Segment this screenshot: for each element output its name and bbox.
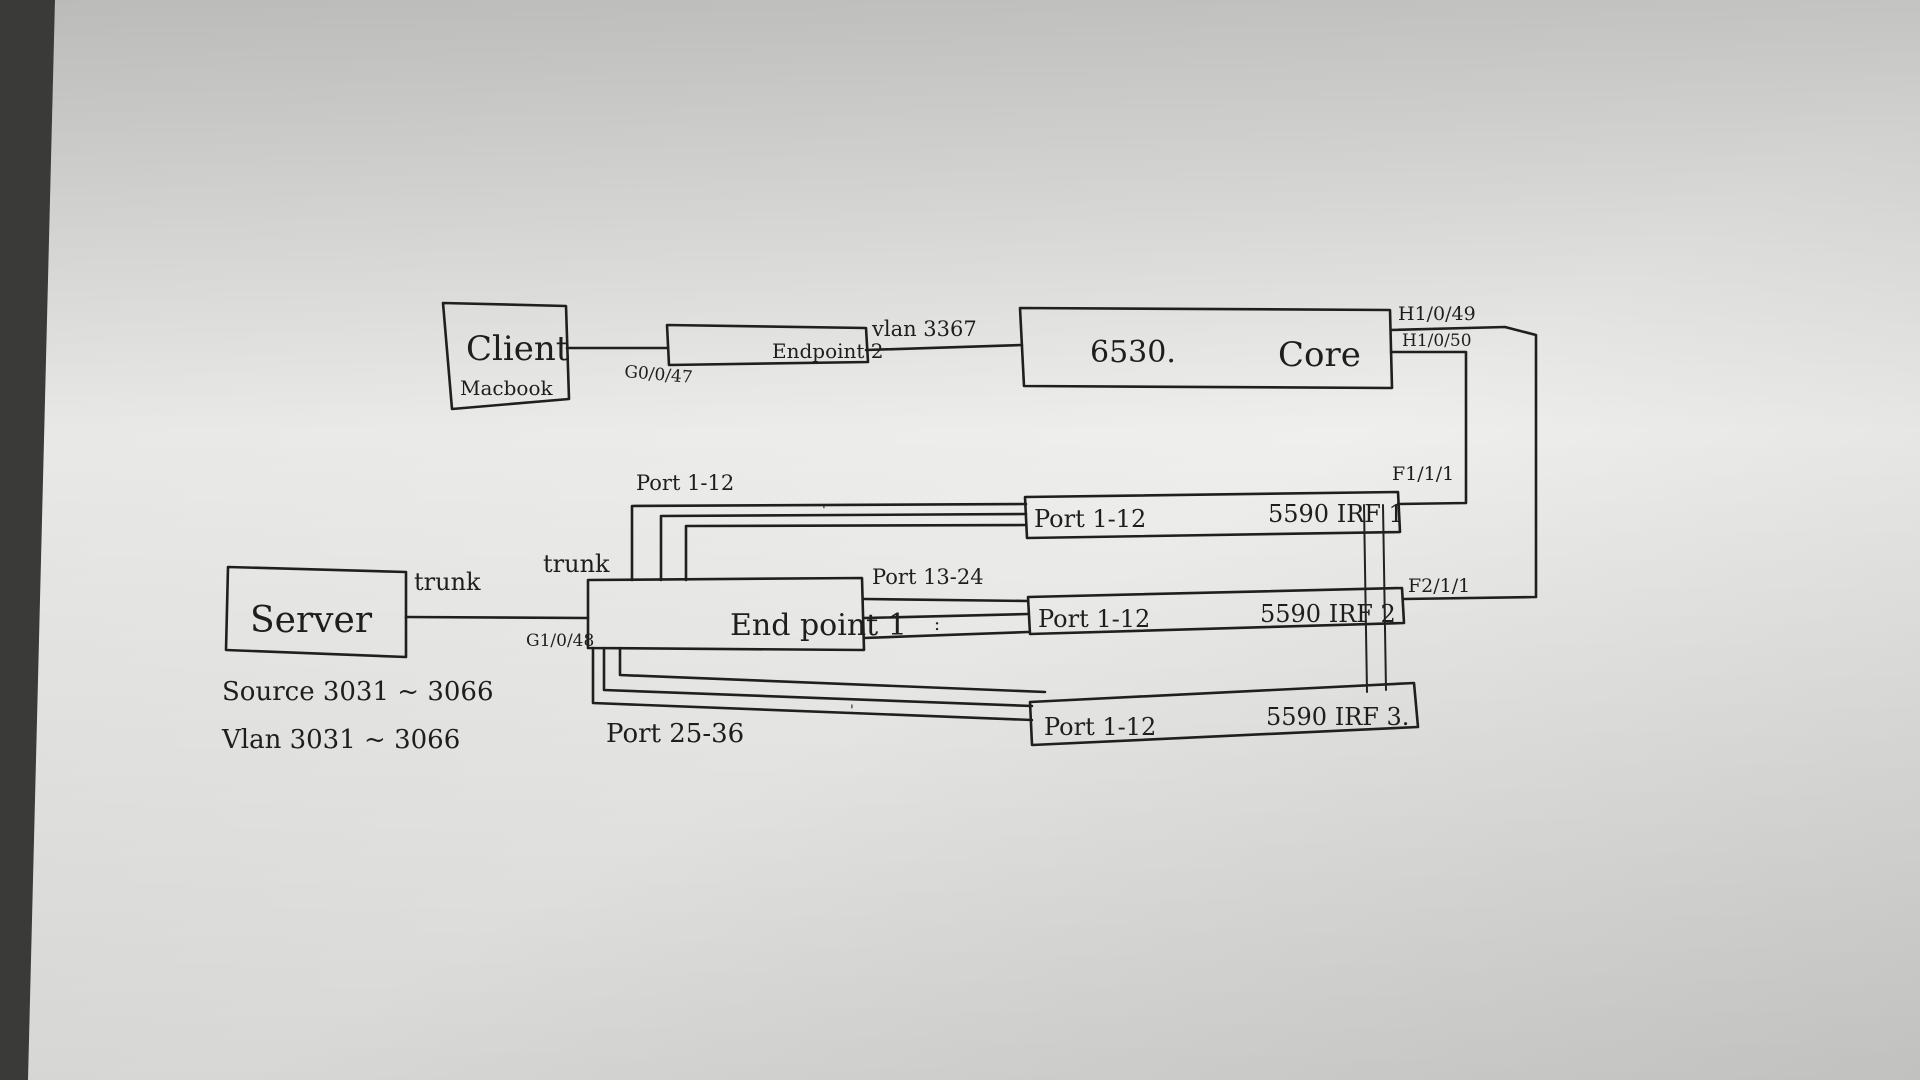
core-port-a-label: H1/0/49 <box>1398 303 1476 325</box>
server-label: Server <box>250 600 373 641</box>
link-ep1-irf2-a <box>862 597 1030 603</box>
server-box: Server <box>224 565 408 659</box>
server-vlan-label: Vlan 3031 ~ 3066 <box>221 725 460 755</box>
endpoint2-label: Endpoint 2 <box>772 339 884 363</box>
endpoint2-box: Endpoint 2 <box>665 323 884 367</box>
ellipsis-mark-top: ' <box>822 503 826 519</box>
irf-stack-link-a <box>1363 504 1368 693</box>
client-title: Client <box>466 329 570 369</box>
link-server-endpoint1 <box>404 615 590 620</box>
link-ep1-irf1-a <box>630 502 1028 582</box>
core-box: 6530. Core <box>1018 306 1394 390</box>
core-model: 6530. <box>1090 335 1176 370</box>
ellipsis-mark-mid: : <box>934 614 940 635</box>
link-ep1-irf3-b <box>602 646 1034 708</box>
endpoint1-ports-bottom-label: Port 25-36 <box>606 719 744 749</box>
endpoint1-ports-mid-label: Port 13-24 <box>872 565 984 589</box>
endpoint1-trunk-label: trunk <box>543 550 610 578</box>
core-port-b-label: H1/0/50 <box>1402 331 1472 351</box>
link-ep1-irf1-c <box>684 523 1028 582</box>
link-core-irf2 <box>1389 325 1538 601</box>
irf3-box: Port 1-12 5590 IRF 3. <box>1028 681 1420 747</box>
paper-shading <box>28 0 1920 1080</box>
ellipsis-mark-bottom: ' <box>850 703 854 719</box>
irf2-label: 5590 IRF 2 <box>1260 600 1396 628</box>
link-ep1-irf1-b <box>659 512 1028 582</box>
client-subtitle: Macbook <box>460 376 553 400</box>
labels: G0/0/47 vlan 3367 H1/0/49 H1/0/50 F1/1/1… <box>221 303 1476 755</box>
link-endpoint2-core <box>864 343 1024 352</box>
irf1-box: Port 1-12 5590 IRF 1 <box>1023 490 1404 540</box>
core-label: Core <box>1278 335 1361 375</box>
irf3-ports: Port 1-12 <box>1044 713 1156 741</box>
irf-stack-link-b <box>1382 504 1387 691</box>
server-source-label: Source 3031 ~ 3066 <box>222 677 494 707</box>
client-box: Client Macbook <box>441 301 571 411</box>
irf2-uplink-label: F2/1/1 <box>1408 575 1470 597</box>
link-ep1-irf2-c <box>862 630 1030 640</box>
endpoint1-port-label: G1/0/48 <box>526 631 594 651</box>
irf2-box: Port 1-12 5590 IRF 2 <box>1026 586 1406 636</box>
link-core-irf1 <box>1389 350 1468 506</box>
irf3-label: 5590 IRF 3. <box>1266 703 1409 731</box>
irf1-ports: Port 1-12 <box>1034 505 1146 533</box>
irf1-uplink-label: F1/1/1 <box>1392 463 1454 485</box>
server-trunk-label: trunk <box>414 568 481 596</box>
link-ep1-irf2-b <box>862 612 1030 620</box>
connections: ' : ' <box>404 325 1538 722</box>
endpoint2-vlan-label: vlan 3367 <box>871 317 977 341</box>
irf2-ports: Port 1-12 <box>1038 605 1150 633</box>
link-ep1-irf3-a <box>618 646 1047 694</box>
irf1-label: 5590 IRF 1 <box>1268 500 1404 528</box>
link-ep1-irf3-c <box>591 646 1034 722</box>
endpoint1-ports-top-label: Port 1-12 <box>636 471 734 495</box>
